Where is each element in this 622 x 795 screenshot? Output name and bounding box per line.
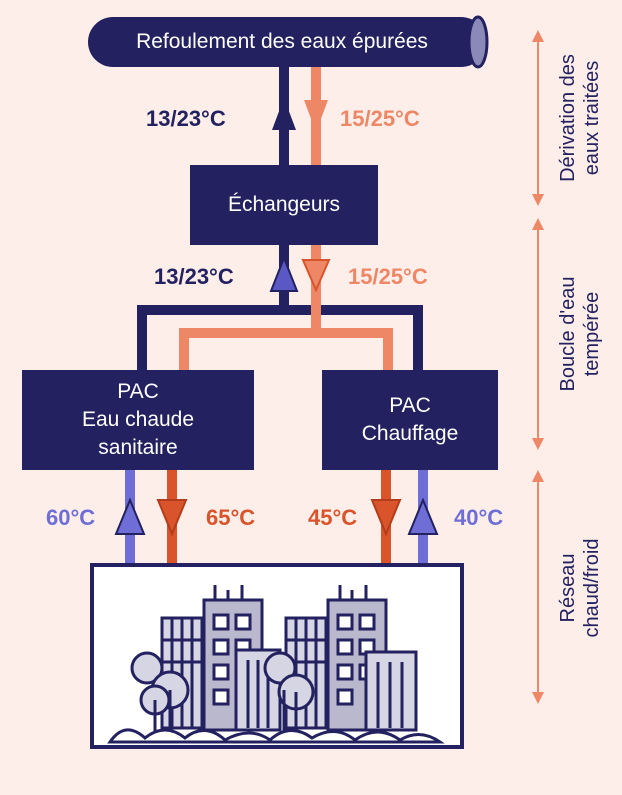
section-loop-text: Boucle d'eau tempérée (556, 276, 604, 391)
section-network-line-2: chaud/froid (581, 538, 603, 638)
temp-loop-cold: 13/23°C (154, 264, 234, 289)
temp-ecs-return: 60°C (46, 505, 96, 530)
temp-heating-return: 40°C (454, 505, 504, 530)
pac-ecs-line-1: PAC (117, 380, 159, 403)
section-axis (532, 30, 544, 704)
arrow-up-icon (269, 255, 299, 292)
section-network-text: Réseau chaud/froid (556, 539, 604, 638)
section-loop-line-1: Boucle d'eau (557, 276, 579, 392)
city-illustration-icon (107, 585, 445, 744)
arrow-down-icon (301, 259, 331, 293)
arrow-up-icon (272, 98, 296, 130)
arrow-down-icon (156, 499, 188, 537)
pac-heating-line-1: PAC (389, 394, 431, 417)
section-derivation-text: Dérivation des eaux traitées (556, 54, 604, 182)
section-loop-line-2: tempérée (581, 291, 603, 377)
exchangers-box (190, 165, 378, 245)
pac-heating-label: PAC Chauffage (322, 370, 498, 470)
temp-heating-supply: 45°C (308, 505, 358, 530)
pac-ecs-box (22, 370, 254, 470)
pac-ecs-line-2: Eau chaude (81, 408, 195, 431)
arrow-up-icon (114, 497, 146, 535)
arrow-down-icon (370, 499, 402, 537)
arrow-down-icon (304, 100, 328, 132)
arrow-up-icon (407, 497, 439, 535)
temp-derivation-warm: 15/25°C (340, 106, 420, 131)
outfall-pipe (88, 15, 489, 69)
section-derivation-line-1: Dérivation des (557, 54, 579, 182)
pac-ecs-line-3: sanitaire (98, 436, 178, 459)
pac-heating-line-2: Chauffage (361, 422, 459, 445)
temp-ecs-supply: 65°C (206, 505, 256, 530)
pac-ecs-label: PAC Eau chaude sanitaire (22, 370, 254, 470)
section-derivation-line-2: eaux traitées (581, 60, 603, 176)
section-network-line-1: Réseau (557, 553, 579, 623)
temp-loop-warm: 15/25°C (348, 264, 428, 289)
outfall-label: Refoulement des eaux épurées (136, 30, 428, 53)
temp-derivation-cold: 13/23°C (146, 106, 226, 131)
exchangers-label: Échangeurs (227, 193, 341, 216)
pac-heating-box (322, 370, 498, 470)
